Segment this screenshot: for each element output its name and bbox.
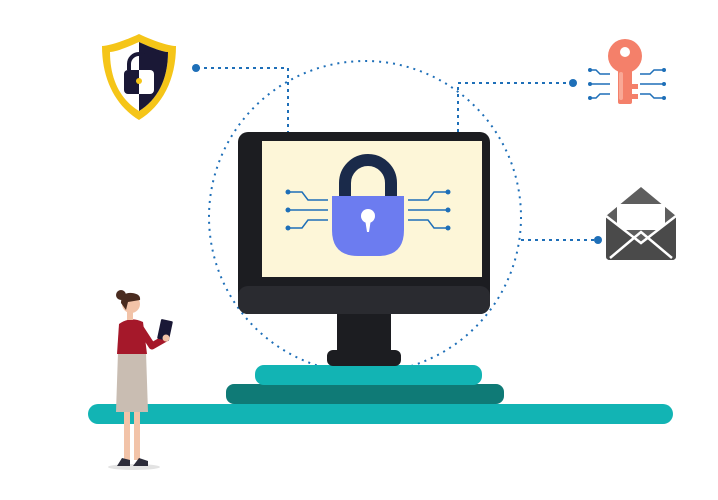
- computer-monitor-icon: [238, 132, 490, 366]
- connector-dot: [569, 79, 577, 87]
- dotted-orbit-circle: [208, 60, 522, 374]
- key-connector: [457, 82, 572, 132]
- platform-step-upper: [255, 365, 482, 385]
- platform-step-lower: [226, 384, 504, 404]
- connector-dot: [594, 236, 602, 244]
- connector-dot: [192, 64, 200, 72]
- shield-connector: [197, 67, 289, 132]
- key-icon: [588, 39, 666, 104]
- ground-platform: [88, 404, 673, 424]
- connection-lines: [197, 67, 597, 241]
- person-with-tablet: [108, 290, 173, 470]
- shield-lock-icon: [102, 34, 176, 120]
- envelope-icon: [605, 187, 677, 260]
- padlock-icon: [285, 154, 451, 256]
